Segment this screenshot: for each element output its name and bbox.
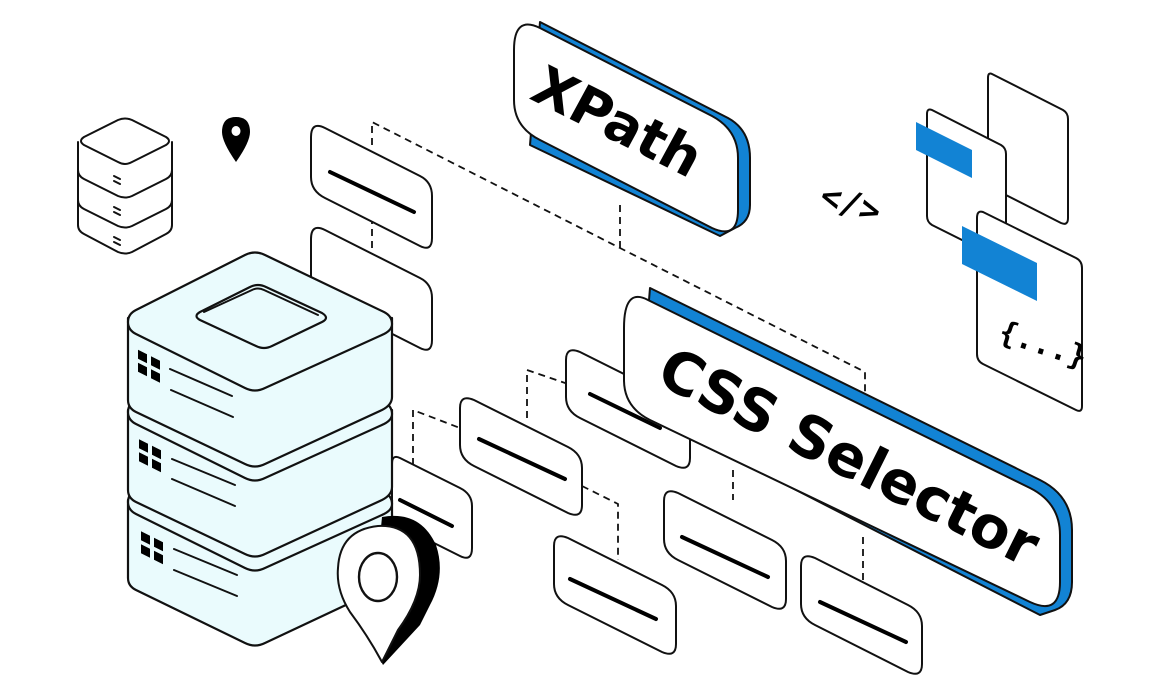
database-stack-icon [77,117,173,255]
server-indicator-lights [138,349,163,565]
card-text-bar [818,600,908,644]
xpath-badge: XPath [513,21,751,237]
card-text-bar [680,535,770,579]
element-card [310,124,433,249]
document-icon: {...} [916,72,1091,412]
element-card [310,226,433,351]
element-card [663,490,787,610]
location-pin-icon [222,117,250,162]
card-text-bar [328,170,416,214]
element-card [800,555,923,675]
connector-lines [371,120,866,580]
map-marker-icon [336,515,440,665]
element-card [459,397,583,516]
card-text-bar [398,498,454,528]
server-rack-icon [126,251,394,647]
element-card [553,535,677,655]
card-text-bar [588,392,662,430]
card-text-bar [477,437,567,481]
code-tag-icon: </> [815,176,886,233]
card-text-bar [568,577,658,621]
svg-text:</>: </> [815,176,886,233]
